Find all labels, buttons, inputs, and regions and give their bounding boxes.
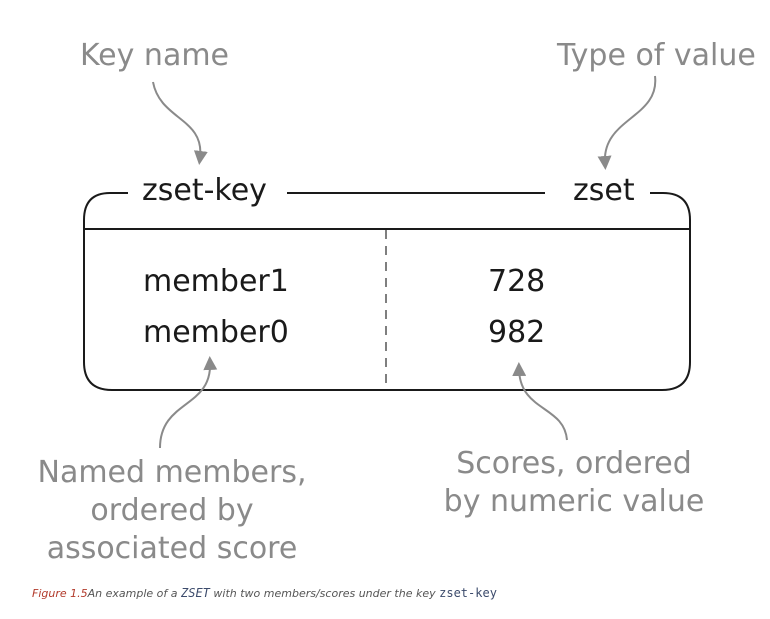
zset-key-name: zset-key [142,173,267,208]
scores-label: Scores, ordered by numeric value [436,445,712,521]
named-members-label: Named members, ordered by associated sco… [30,454,314,568]
key-name-arrow [152,81,208,165]
member-name-1: member1 [143,264,289,299]
type-of-value-arrow [597,75,657,170]
member-score-2: 982 [488,315,546,350]
zset-type: zset [573,173,635,208]
caption-key-term: zset-key [439,586,497,600]
named-members-line-2: ordered by [90,493,254,529]
key-name-label: Key name [80,38,230,73]
caption-text-before: An example of a [87,587,181,600]
member-name-2: member0 [143,315,289,350]
member-score-1: 728 [488,264,546,299]
scores-arrow [512,362,568,441]
caption-zset-term: ZSET [181,586,210,600]
type-of-value-label: Type of value [557,38,756,73]
figure-caption: Figure 1.5An example of a ZSET with two … [32,586,497,600]
caption-text-after: with two members/scores under the key [209,587,440,600]
named-members-line-3: associated score [46,531,298,567]
box-outline-left [83,192,691,391]
scores-line-1: Scores, ordered [456,446,692,481]
scores-line-2: by numeric value [443,484,705,520]
named-members-line-1: Named members, [37,455,307,490]
figure-number: Figure 1.5 [32,587,88,600]
named-members-arrow [159,356,218,449]
